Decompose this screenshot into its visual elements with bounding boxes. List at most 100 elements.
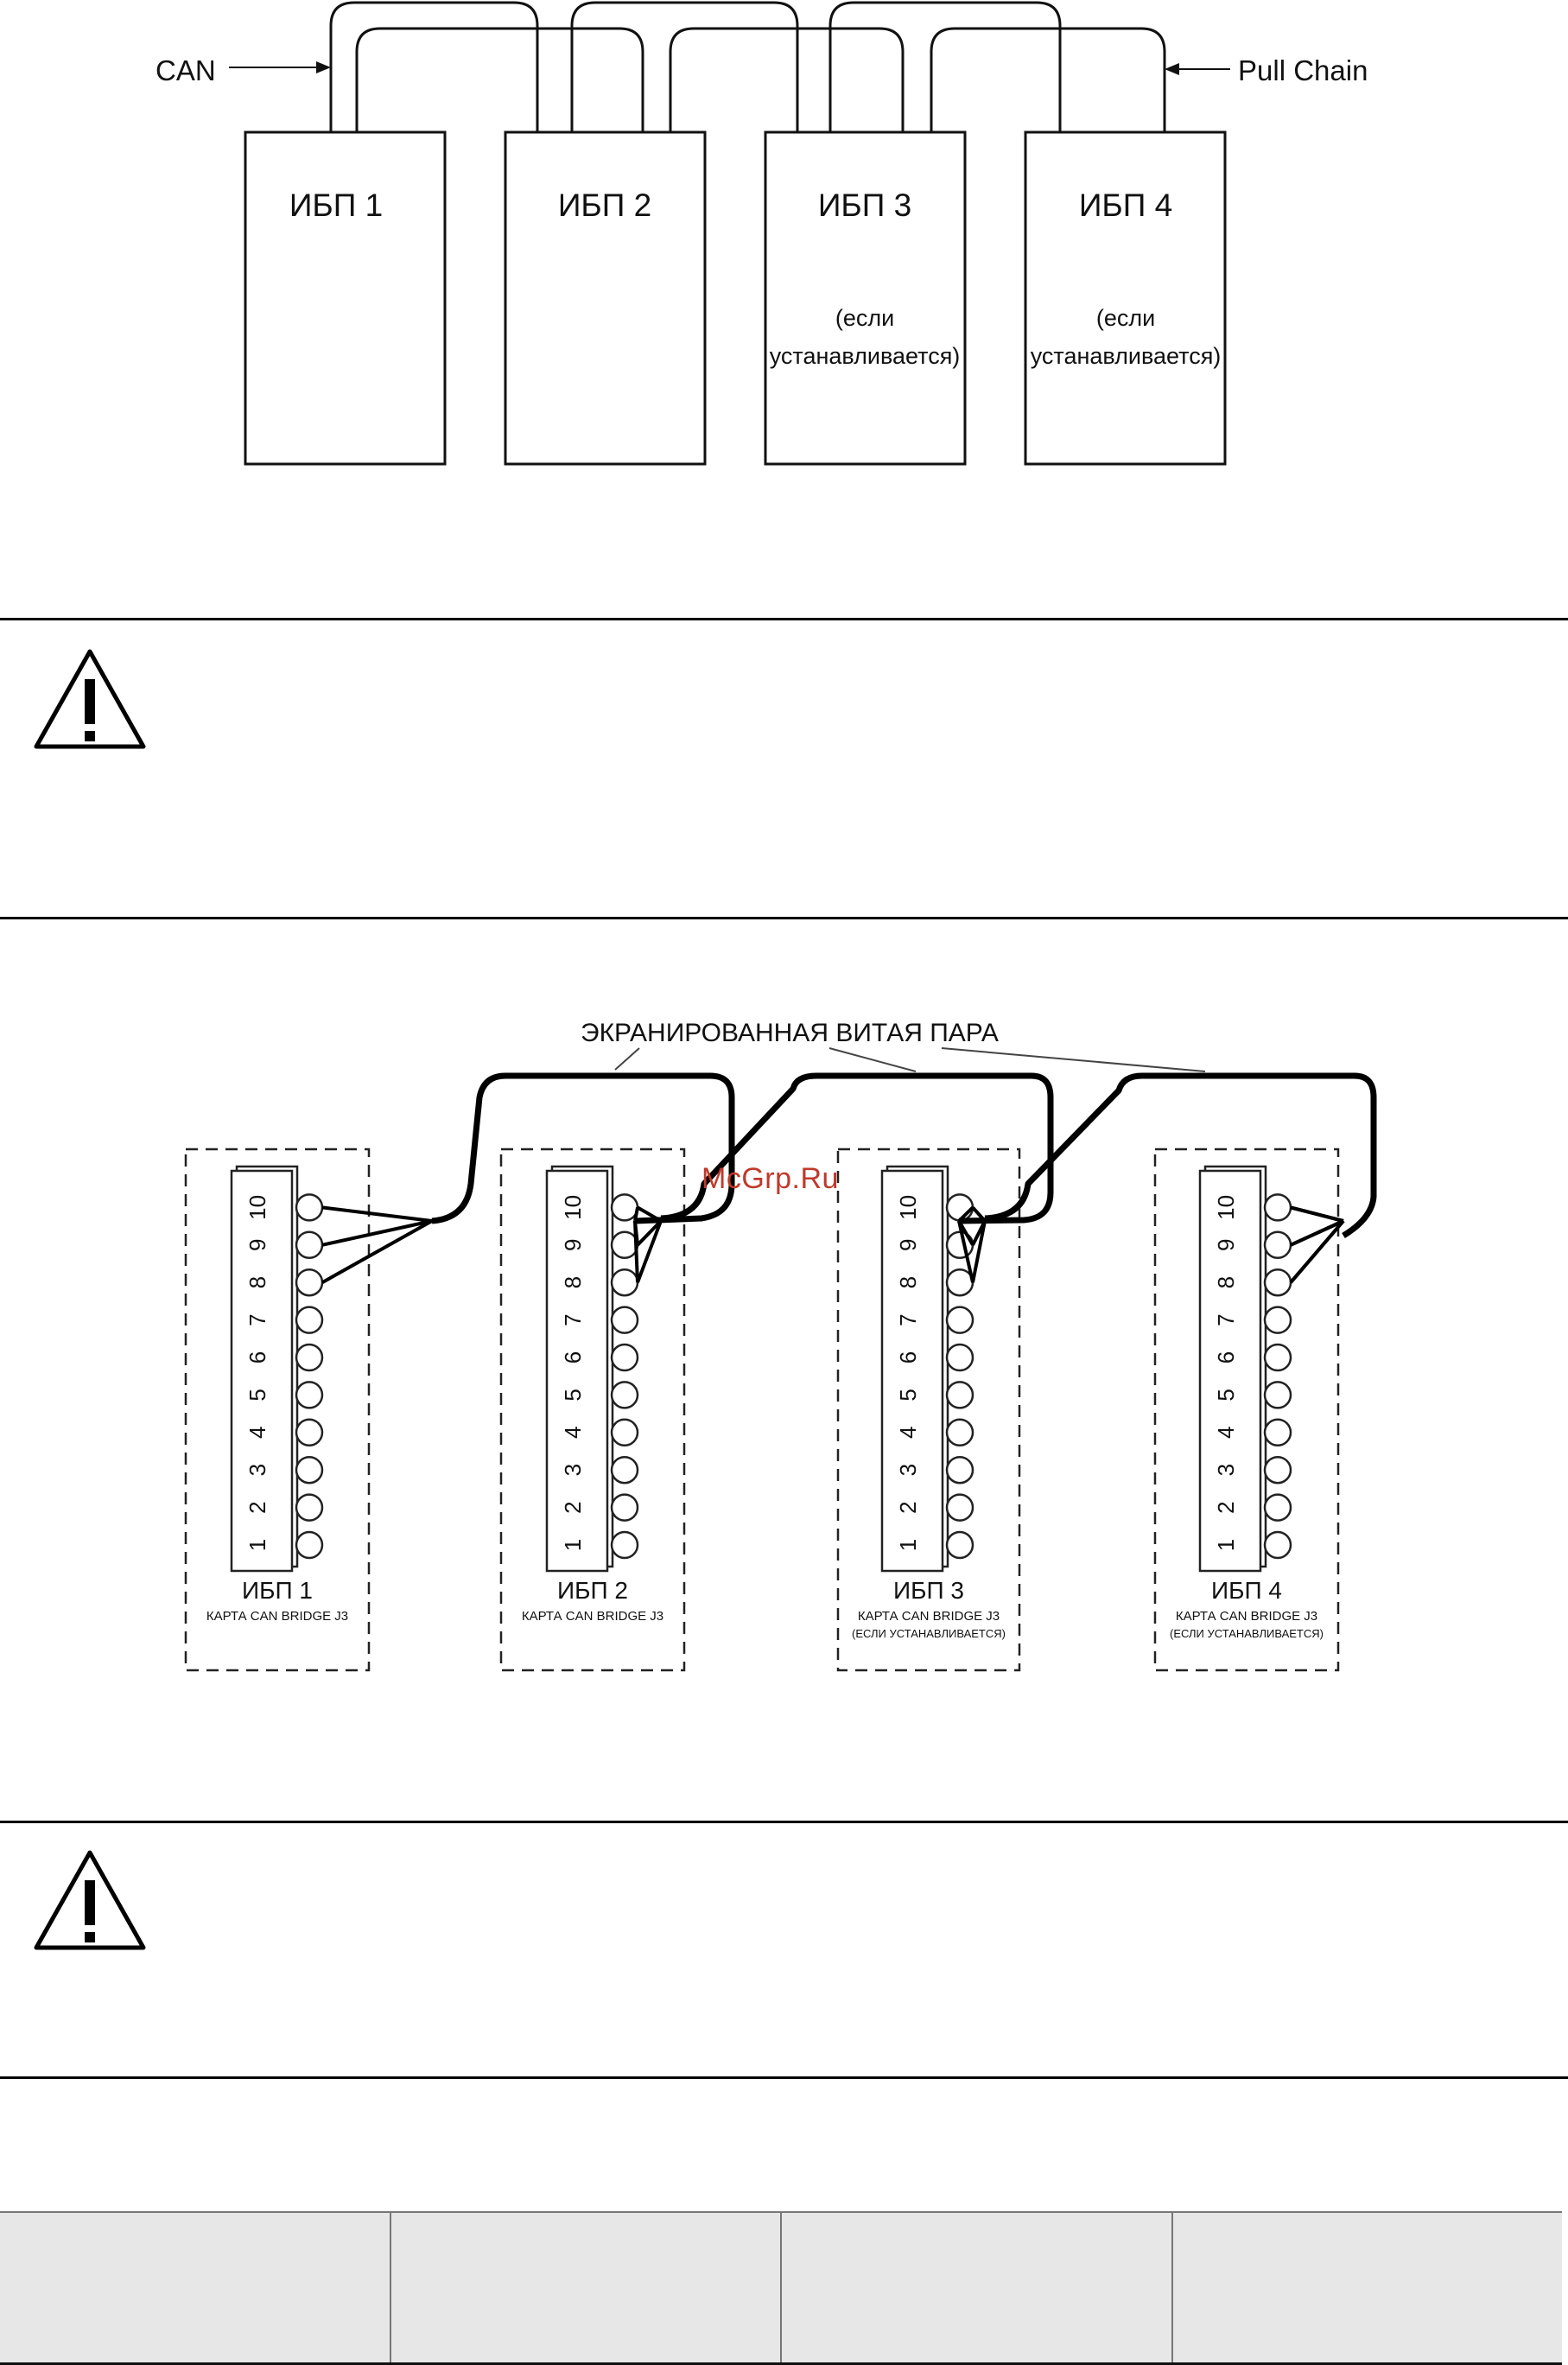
twisted-pair-cable-2-3 (660, 1072, 1054, 1224)
pin-number-label: 8 (244, 1276, 270, 1288)
terminal-pin (945, 1418, 974, 1447)
can-arrow-head (316, 61, 331, 73)
terminal-pin (295, 1268, 324, 1297)
pin-number-label: 6 (895, 1351, 921, 1364)
pin-number-label: 6 (1213, 1351, 1239, 1364)
terminal-pin (610, 1455, 639, 1484)
terminal-pin (295, 1530, 324, 1560)
terminal-pin (1263, 1493, 1292, 1522)
card-subtitle-note: (ЕСЛИ УСТАНАВЛИВАЕТСЯ) (852, 1627, 1006, 1640)
pin-number-label: 5 (560, 1389, 586, 1401)
terminal-pin (1263, 1530, 1292, 1560)
pin-number-label: 3 (560, 1464, 586, 1476)
card-title: ИБП 1 (242, 1577, 313, 1604)
terminal-block (230, 1169, 294, 1573)
terminal-pin (610, 1418, 639, 1447)
terminal-pin (295, 1306, 324, 1334)
watermark: McGrp.Ru (701, 1162, 839, 1195)
terminal-block (545, 1169, 609, 1573)
can-bridge-wiring-diagram: ЭКРАНИРОВАННАЯ ВИТАЯ ПАРА 1 2 3 4 5 6 7 8 9 10ИБП… (184, 1019, 1377, 1672)
card-subtitle: КАРТА CAN BRIDGE J3 (206, 1609, 348, 1624)
card-title: ИБП 4 (1211, 1577, 1282, 1604)
terminal-pin (1263, 1306, 1292, 1334)
pin-wire (957, 1205, 974, 1223)
pin-number-label: 5 (244, 1389, 270, 1401)
pin-wire (321, 1219, 433, 1247)
pin-number-label: 2 (244, 1501, 270, 1513)
terminal-block (880, 1169, 944, 1573)
pin-number-label: 8 (895, 1276, 921, 1288)
ups-4-note-line1: (если (1096, 305, 1155, 331)
ups-3-title: ИБП 3 (818, 188, 911, 223)
terminal-pin (1263, 1343, 1292, 1372)
terminal-pin (1263, 1230, 1292, 1260)
terminal-pin (610, 1268, 639, 1297)
terminal-pin (1263, 1268, 1292, 1297)
pin-wire (1289, 1219, 1345, 1284)
card-subtitle: КАРТА CAN BRIDGE J3 (858, 1609, 1000, 1624)
terminal-pin (945, 1343, 974, 1372)
terminal-pin (295, 1493, 324, 1522)
ups-3-note-line2: устанавливается) (770, 343, 961, 369)
terminal-pin (1263, 1381, 1292, 1409)
pin-number-label: 3 (1213, 1464, 1239, 1476)
pin-wire (633, 1220, 639, 1246)
ups-4-title: ИБП 4 (1079, 188, 1172, 223)
terminal-pin (945, 1493, 974, 1522)
section-divider (0, 2076, 1568, 2079)
can-chain-diagram: CAN Pull Chain ИБП 1 ИБП 2 ИБП 3 ИБП 4 (… (156, 1, 1368, 466)
pin-number-label: 6 (244, 1351, 270, 1364)
pin-number-label: 9 (244, 1239, 270, 1251)
terminal-pin (610, 1193, 639, 1222)
pin-number-label: 5 (1213, 1389, 1239, 1401)
pin-number-label: 2 (895, 1501, 921, 1513)
footer-cell (391, 2213, 782, 2362)
can-cable-2-3-outer (570, 1, 799, 132)
pin-wire (957, 1220, 974, 1246)
pull-chain-label: Pull Chain (1238, 54, 1368, 86)
ups-2-title: ИБП 2 (558, 188, 651, 223)
pin-number-label: 7 (895, 1313, 921, 1326)
pin-wire (971, 1206, 987, 1223)
ups-box-2 (504, 130, 707, 466)
pin-number-label: 8 (1213, 1276, 1239, 1288)
card-title: ИБП 2 (557, 1577, 628, 1604)
terminal-pin (610, 1530, 639, 1560)
pin-number-label: 1 (560, 1539, 586, 1551)
can-cable-1-2-outer (329, 1, 539, 132)
card-dashed-outline (184, 1148, 371, 1672)
pin-number-label: 10 (560, 1195, 586, 1220)
pin-wires (321, 1205, 1345, 1284)
footer-cell (1173, 2213, 1563, 2362)
terminal-pin (1263, 1418, 1292, 1447)
pin-number-label: 7 (560, 1313, 586, 1326)
pin-number-label: 9 (1213, 1239, 1239, 1251)
footer-cell (782, 2213, 1173, 2362)
terminal-pin (1263, 1455, 1292, 1484)
terminal-pin (295, 1193, 324, 1222)
terminal-pin (295, 1455, 324, 1484)
pin-number-label: 9 (560, 1239, 586, 1251)
ups-1-title: ИБП 1 (289, 188, 383, 223)
pin-wire (633, 1207, 639, 1222)
section-divider (0, 917, 1568, 919)
twisted-pair-cable-1-2 (431, 1072, 735, 1224)
twisted-pair-cable-3-4 (984, 1072, 1377, 1238)
pin-number-label: 1 (244, 1539, 270, 1551)
card-dashed-outline (836, 1148, 1021, 1672)
pin-number-label: 10 (895, 1195, 921, 1220)
terminal-pin (295, 1343, 324, 1372)
section-divider (0, 1821, 1568, 1823)
footer-table (0, 2211, 1562, 2365)
cable-label-leader (941, 1047, 1206, 1072)
pin-number-label: 1 (895, 1539, 921, 1551)
cable-label: ЭКРАНИРОВАННАЯ ВИТАЯ ПАРА (581, 1019, 999, 1047)
card-dashed-outline (499, 1148, 686, 1672)
pin-wire (321, 1205, 433, 1223)
pin-wire (1290, 1219, 1344, 1247)
pin-number-label: 10 (244, 1195, 270, 1220)
terminal-pin (1263, 1193, 1292, 1222)
pin-number-label: 4 (560, 1427, 586, 1439)
terminal-pin (295, 1381, 324, 1409)
